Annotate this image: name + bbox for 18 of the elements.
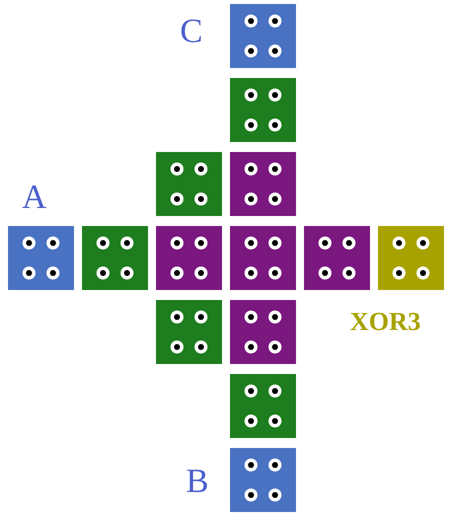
qca-cell <box>230 300 296 364</box>
qca-cell <box>230 448 296 512</box>
qca-cell <box>230 226 296 290</box>
terminal-label: A <box>22 180 47 216</box>
qca-cell <box>156 300 222 364</box>
qca-cell <box>8 226 74 290</box>
qca-cell <box>82 226 148 290</box>
terminal-label: C <box>180 14 203 50</box>
terminal-label: B <box>186 464 209 500</box>
qca-cell <box>156 152 222 216</box>
qca-cell <box>304 226 370 290</box>
terminal-label: XOR3 <box>350 306 421 338</box>
qca-cell <box>230 152 296 216</box>
qca-cell <box>230 78 296 142</box>
qca-cell <box>156 226 222 290</box>
qca-cell <box>378 226 444 290</box>
qca-cell <box>230 4 296 68</box>
qca-cell <box>230 374 296 438</box>
